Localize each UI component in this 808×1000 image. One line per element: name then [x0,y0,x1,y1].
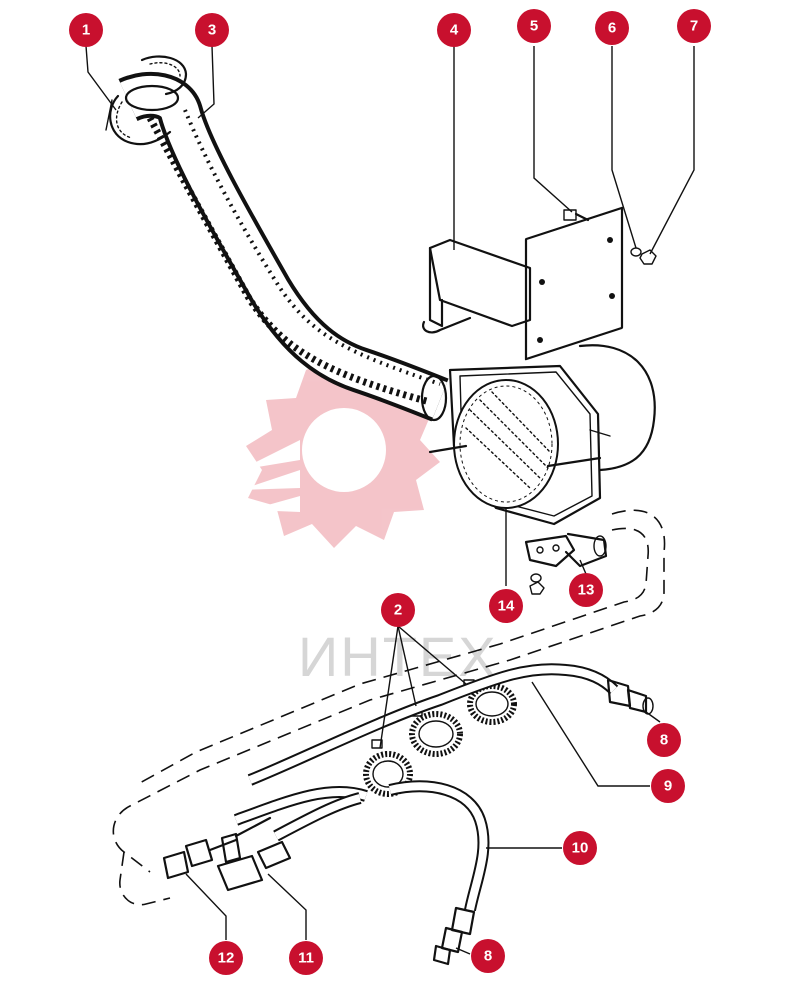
callout-2-label: 2 [394,602,402,619]
callout-8-lower: 8 [471,939,505,973]
hose-part-10 [233,780,490,912]
washer-part-6 [630,247,642,257]
callout-8-upper: 8 [647,723,681,757]
callout-7: 7 [677,9,711,43]
leader-lines [85,45,695,955]
callout-1: 1 [69,13,103,47]
callout-6-label: 6 [608,20,616,37]
callout-10: 10 [563,831,597,865]
valve-part-11 [216,816,292,892]
assembly-group-outline [112,509,666,906]
callout-4: 4 [437,13,471,47]
callout-2: 2 [381,593,415,627]
callout-13: 13 [569,573,603,607]
callout-4-label: 4 [450,22,459,39]
callout-12-label: 12 [218,950,235,967]
fitting-part-8-lower [432,906,476,966]
callout-14: 14 [489,589,523,623]
callout-8-upper-label: 8 [660,732,668,749]
hose-clamp-part-1 [105,94,172,146]
callout-3-label: 3 [208,22,216,39]
hose-part-9 [247,663,619,786]
callout-11-label: 11 [298,950,314,967]
callout-10-label: 10 [572,840,589,857]
callout-13-label: 13 [578,582,595,599]
mounting-bracket [422,206,624,361]
duct-pipe [118,71,449,422]
callout-1-label: 1 [82,22,90,39]
bolt-part-5 [563,209,590,222]
hose-clamp-part-3 [140,55,188,96]
callout-14-label: 14 [498,598,515,615]
callout-5-label: 5 [530,18,538,35]
nut-part-7 [639,249,657,265]
callout-11: 11 [289,941,323,975]
callout-6: 6 [595,11,629,45]
callout-5: 5 [517,9,551,43]
callout-7-label: 7 [690,18,698,35]
callout-9-label: 9 [664,778,672,795]
fitting-part-12 [162,838,238,880]
heater-unit [428,344,656,526]
callout-9: 9 [651,769,685,803]
callout-3: 3 [195,13,229,47]
callout-8-lower-label: 8 [484,948,492,965]
watermark-text: ИНТЕХ [298,625,498,688]
connector-bracket-part-13 [524,532,608,595]
callout-12: 12 [209,941,243,975]
